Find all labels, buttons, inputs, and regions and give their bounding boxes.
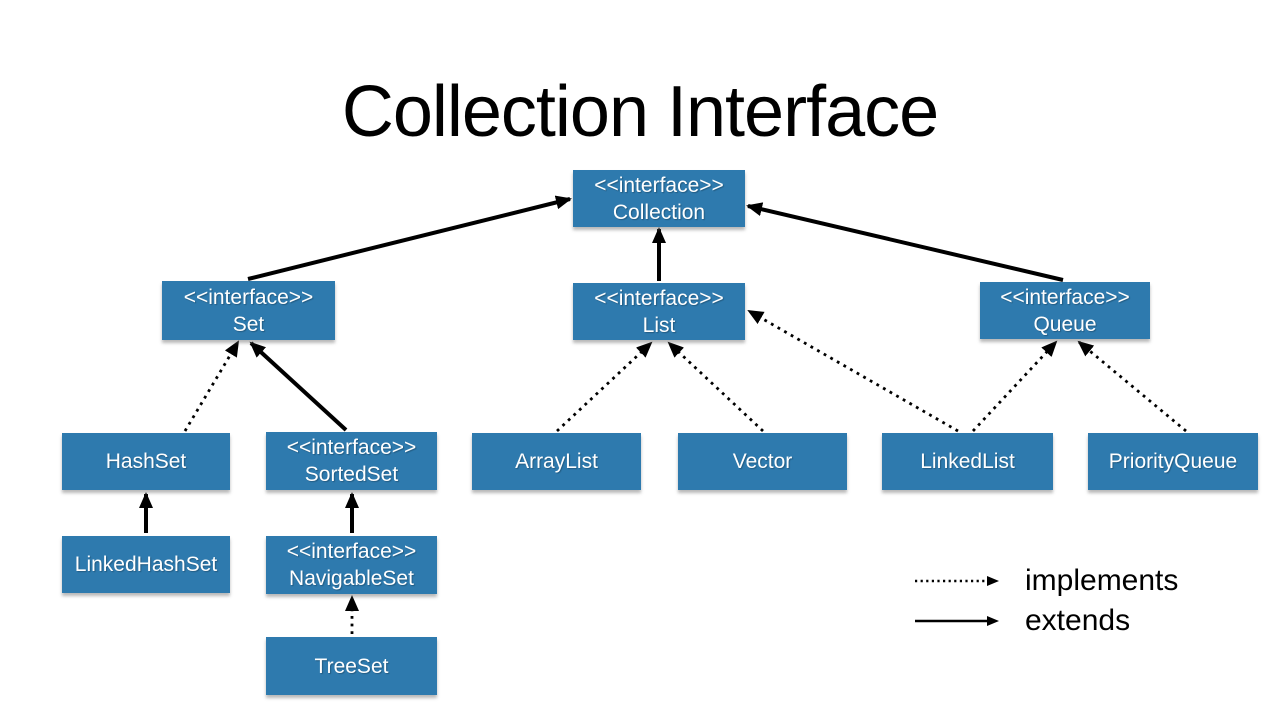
node-set: <<interface>> Set [162,281,335,340]
node-label: Set [232,312,265,336]
node-label: LinkedHashSet [74,553,218,576]
legend: implements extends [913,561,1178,641]
node-linkedlist: LinkedList [882,433,1053,490]
edge-sortedset-set-extends [249,341,348,432]
node-hashset: HashSet [62,433,230,490]
node-navigableset: <<interface>> NavigableSet [266,536,437,594]
node-queue: <<interface>> Queue [980,282,1150,339]
node-collection: <<interface>> Collection [573,170,745,227]
legend-item-implements: implements [913,561,1178,601]
node-list: <<interface>> List [573,283,745,340]
edge-linkedlist-queue-implements [971,340,1058,432]
edge-set-collection-extends [247,195,572,281]
node-label: Vector [732,450,793,473]
node-label: List [642,313,676,337]
node-label: <<interface>> [1000,285,1130,309]
node-arraylist: ArrayList [472,433,641,490]
extends-arrow-icon [915,616,999,626]
node-label: <<interface>> [594,173,724,197]
node-label: TreeSet [314,654,389,678]
node-vector: Vector [678,433,847,490]
node-sortedset: <<interface>> SortedSet [266,432,437,490]
edge-hashset-set-implements [183,340,240,432]
node-label: <<interface>> [286,540,417,563]
node-priorityqueue: PriorityQueue [1088,433,1258,490]
edge-arraylist-list-implements [556,341,653,433]
edge-linkedlist-list-implements [747,309,959,433]
node-label: NavigableSet [289,567,414,590]
node-label: HashSet [105,450,187,473]
node-treeset: TreeSet [266,637,437,695]
node-label: PriorityQueue [1108,450,1238,473]
node-label: Collection [612,200,706,224]
node-label: Queue [1033,312,1097,336]
node-label: <<interface>> [594,286,724,310]
edge-queue-collection-extends [746,202,1064,282]
node-linkedhashset: LinkedHashSet [62,536,230,593]
implements-arrow-icon [915,576,999,586]
node-label: <<interface>> [286,436,417,459]
legend-label-implements: implements [1025,564,1179,597]
legend-item-extends: extends [913,601,1178,641]
page-title: Collection Interface [341,72,939,152]
node-label: ArrayList [515,450,598,473]
node-label: <<interface>> [183,285,314,309]
node-label: LinkedList [920,450,1015,473]
legend-label-extends: extends [1025,604,1131,637]
edge-vector-list-implements [667,341,764,433]
node-label: SortedSet [304,463,399,486]
edge-priorityqueue-queue-implements [1077,340,1187,433]
